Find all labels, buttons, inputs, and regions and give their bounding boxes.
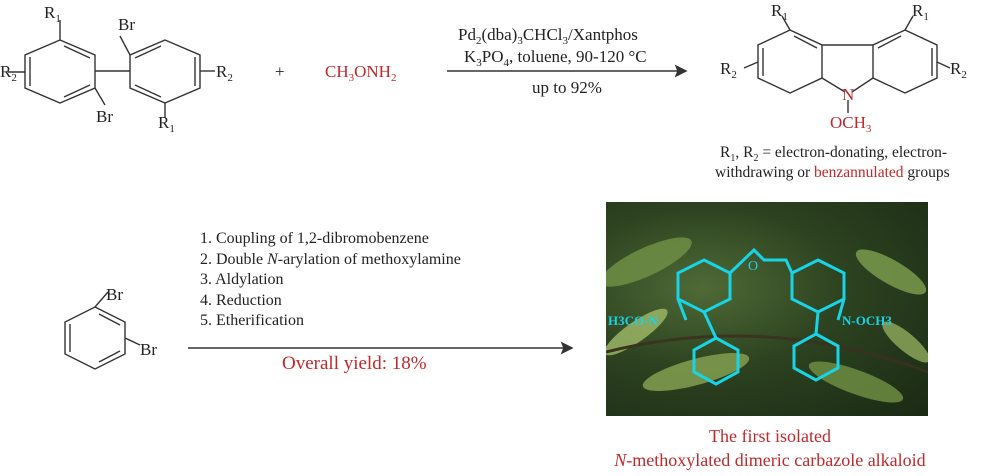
biphenyl-left-ring	[24, 39, 96, 104]
caption-line1: The first isolated	[709, 426, 831, 446]
substituent-note-line1: R1, R2 = electron-donating, electron-	[720, 144, 948, 165]
r1-label-bottom: R1	[158, 113, 175, 135]
br-label-top: Br	[118, 15, 135, 34]
plant-photo: O H3CO-N N-OCH3	[606, 202, 928, 416]
synthesis-steps: 1. Coupling of 1,2-dibromobenzene 2. Dou…	[200, 229, 461, 332]
product-r2-left: R2	[720, 59, 737, 81]
product-r1-right: R1	[912, 1, 929, 23]
methoxylamine-reagent: CH3ONH2	[325, 62, 396, 84]
left-methoxy-group: H3CO-N	[608, 313, 658, 328]
step-item: 2. Double N-arylation of methoxylamine	[200, 250, 461, 268]
r2-label-left: R2	[0, 62, 17, 84]
r1-label-top: R1	[44, 3, 61, 25]
product-methoxy: OCH3	[830, 113, 872, 135]
product-r2-right: R2	[950, 59, 967, 81]
br-label-bottom: Br	[96, 107, 113, 126]
r2-label-right: R2	[216, 62, 233, 84]
biphenyl-right-ring	[129, 39, 201, 104]
product-r1-left: R1	[771, 1, 788, 23]
overall-yield: Overall yield: 18%	[282, 353, 427, 374]
ether-oxygen-label: O	[748, 259, 758, 274]
right-methoxy-group: N-OCH3	[842, 313, 892, 328]
carbazole-product	[743, 15, 951, 113]
dimer-structure-overlay: O H3CO-N N-OCH3	[606, 237, 928, 403]
product-nitrogen: N	[842, 85, 854, 104]
caption-line2: N-methoxylated dimeric carbazole alkaloi…	[614, 450, 926, 470]
dibromobenzene	[64, 291, 141, 370]
dibromo-br-right: Br	[140, 340, 157, 359]
substituent-note-line2: withdrawing or benzannulated groups	[715, 164, 950, 181]
step-item: 4. Reduction	[200, 291, 282, 309]
catalyst-conditions: Pd2(dba)3CHCl3/Xantphos	[458, 25, 638, 47]
step-item: 5. Etherification	[200, 312, 304, 329]
base-solvent-conditions: K3PO4, toluene, 90-120 °C	[464, 47, 647, 69]
dibromo-br-top: Br	[106, 285, 123, 304]
plus-sign: +	[275, 62, 285, 81]
step-item: 1. Coupling of 1,2-dibromobenzene	[200, 230, 429, 247]
yield-conditions: up to 92%	[532, 78, 602, 97]
step-item: 3. Aldylation	[200, 271, 284, 288]
benzannulated-highlight: benzannulated	[814, 164, 904, 181]
